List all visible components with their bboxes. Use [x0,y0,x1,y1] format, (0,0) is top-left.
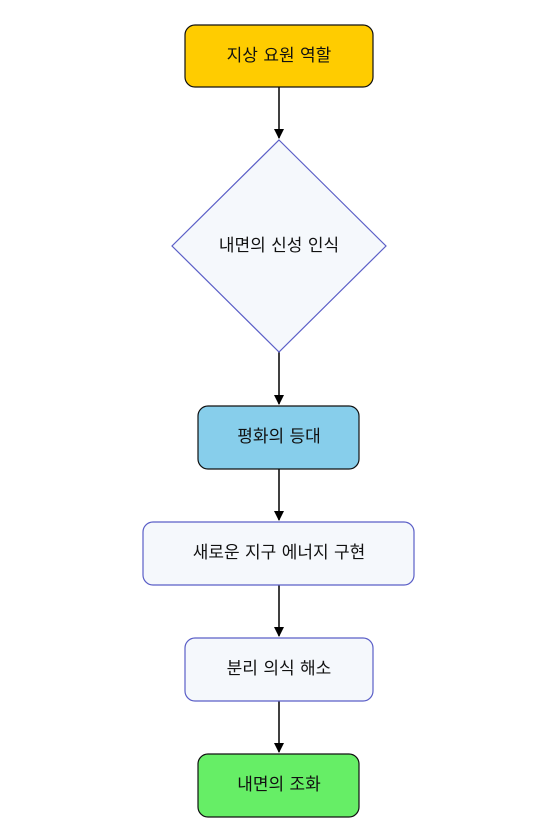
node-n1-label: 지상 요원 역할 [227,46,332,66]
node-new-earth-energy: 새로운 지구 에너지 구현 [142,521,415,586]
node-n6-shape [197,753,360,818]
node-n5-shape [184,637,374,702]
node-n6-label: 내면의 조화 [237,775,321,795]
node-n4-shape [142,521,415,586]
node-n4-label: 새로운 지구 에너지 구현 [193,543,366,563]
node-inner-divinity-recognition: 내면의 신성 인식 [171,139,387,353]
node-n3-label: 평화의 등대 [237,427,321,447]
node-dissolve-separation: 분리 의식 해소 [184,637,374,702]
node-inner-harmony: 내면의 조화 [197,753,360,818]
node-n2-label: 내면의 신성 인식 [219,236,339,256]
node-n2-shape [171,139,387,353]
node-n3-shape [197,405,360,470]
node-n5-label: 분리 의식 해소 [227,659,332,679]
node-beacon-of-peace: 평화의 등대 [197,405,360,470]
node-ground-agent-role: 지상 요원 역할 [184,24,374,88]
node-n1-shape [184,24,374,88]
